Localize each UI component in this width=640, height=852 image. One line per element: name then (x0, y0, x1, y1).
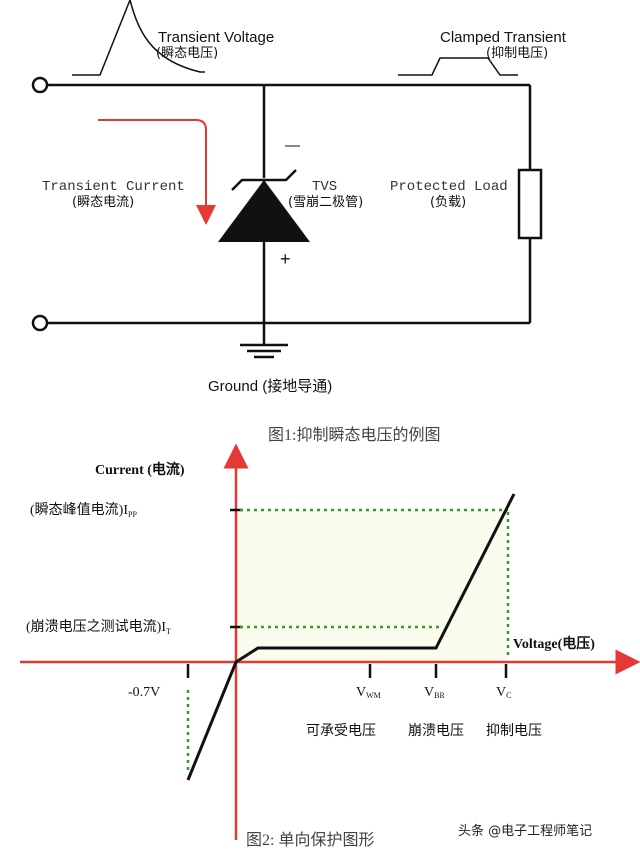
clamped-waveform (398, 57, 518, 76)
x-axis-label: Voltage(电压) (513, 635, 595, 652)
vbr-label: VBR (424, 685, 445, 700)
figure2-caption: 图2: 单向保护图形 (246, 831, 374, 849)
operating-region (236, 510, 508, 662)
current-arrow-icon (98, 119, 216, 225)
input-terminal-top (31, 76, 49, 94)
load-resistor (517, 168, 543, 240)
it-label: (崩溃电压之测试电流)IT (26, 619, 171, 636)
tvs-diode-symbol (218, 180, 310, 242)
y-axis-label: Current (电流) (95, 461, 185, 478)
transient-current-cn-label: (瞬态电流) (72, 195, 134, 210)
vbr-cn-label: 崩溃电压 (408, 723, 464, 739)
iv-curve (186, 493, 516, 781)
plus-sign: + (280, 249, 291, 269)
input-terminal-bottom (31, 314, 49, 332)
vwm-label: VWM (356, 685, 381, 700)
neg-voltage-label: -0.7V (128, 685, 160, 700)
vc-cn-label: 抑制电压 (486, 723, 542, 739)
ipp-label: (瞬态峰值电流)IPP (30, 502, 137, 519)
transient-voltage-cn-label: (瞬态电压) (156, 46, 218, 61)
vc-label: VC (496, 685, 511, 700)
figure2-iv-curve (20, 443, 640, 840)
vwm-cn-label: 可承受电压 (306, 723, 376, 739)
watermark: 头条 @电子工程师笔记 (458, 823, 592, 839)
tvs-cn-label: (雪崩二极管) (288, 195, 363, 210)
transient-voltage-label: Transient Voltage (158, 29, 274, 46)
protected-load-label: Protected Load (390, 179, 508, 195)
ground-label: Ground (接地导通) (208, 378, 332, 395)
figure1-caption: 图1:抑制瞬态电压的例图 (268, 426, 440, 444)
protected-load-cn-label: (负载) (430, 195, 466, 210)
transient-waveform (72, 0, 205, 76)
clamped-transient-cn-label: (抑制电压) (486, 46, 548, 61)
transient-current-label: Transient Current (42, 179, 185, 195)
ground-icon (240, 343, 288, 359)
figure1-circuit (31, 0, 543, 359)
clamped-transient-label: Clamped Transient (440, 29, 567, 46)
tvs-label: TVS (312, 179, 337, 195)
minus-sign: — (285, 137, 300, 154)
